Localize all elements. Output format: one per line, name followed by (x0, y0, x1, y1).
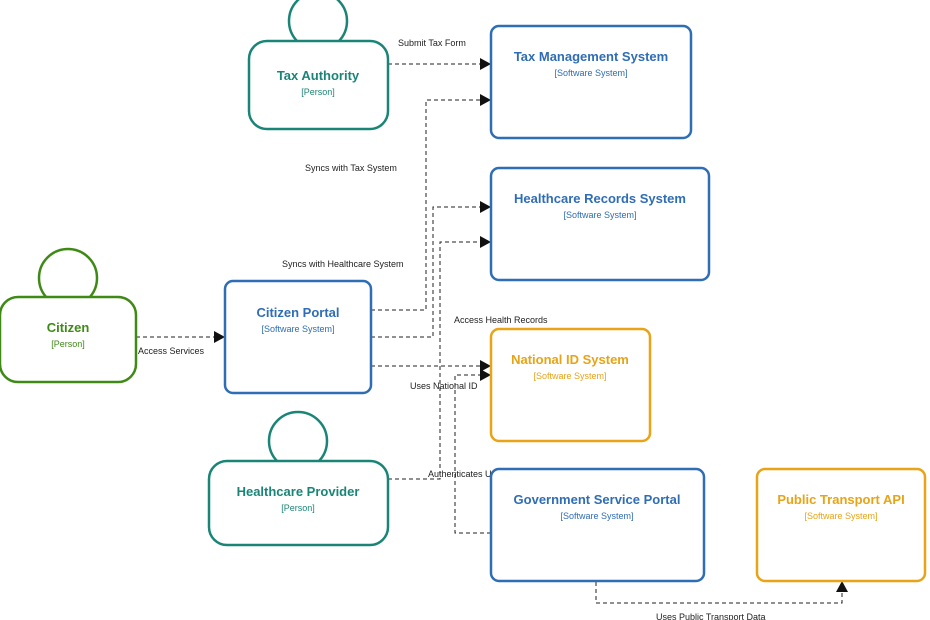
healthcare-provider-title: Healthcare Provider (237, 484, 360, 499)
person-body (0, 295, 138, 384)
arrowhead-uses-public-transport (836, 581, 848, 592)
person-tax-authority[interactable]: Tax Authority [Person] (247, 0, 390, 131)
healthcare-provider-type: [Person] (281, 503, 315, 513)
edges (136, 58, 848, 604)
arrowhead-submit-tax-form (480, 58, 491, 70)
citizen-portal-title: Citizen Portal (256, 305, 339, 320)
national-id-type: [Software System] (533, 371, 606, 381)
label-authenticates-user: Authenticates User (428, 469, 504, 479)
label-syncs-healthcare: Syncs with Healthcare System (282, 259, 404, 269)
system-public-transport-api[interactable]: Public Transport API [Software System] (755, 467, 927, 583)
edge-uses-public-transport (595, 582, 843, 604)
government-service-portal-type: [Software System] (560, 511, 633, 521)
government-service-portal-title: Government Service Portal (514, 492, 681, 507)
edge-syncs-healthcare (371, 206, 480, 338)
person-healthcare-provider[interactable]: Healthcare Provider [Person] (207, 410, 390, 547)
label-syncs-tax: Syncs with Tax System (305, 163, 397, 173)
system-box (223, 279, 373, 395)
system-box (489, 467, 706, 583)
label-submit-tax-form: Submit Tax Form (398, 38, 466, 48)
person-body (247, 39, 390, 131)
system-box (489, 24, 693, 140)
system-government-service-portal[interactable]: Government Service Portal [Software Syst… (489, 467, 706, 583)
tax-management-type: [Software System] (554, 68, 627, 78)
tax-management-title: Tax Management System (514, 49, 668, 64)
person-body (207, 459, 390, 547)
arrowhead-syncs-tax (480, 94, 491, 106)
healthcare-records-type: [Software System] (563, 210, 636, 220)
edge-syncs-tax (371, 99, 480, 311)
public-transport-api-type: [Software System] (804, 511, 877, 521)
system-box (489, 166, 711, 282)
system-citizen-portal[interactable]: Citizen Portal [Software System] (223, 279, 373, 395)
arrowhead-access-services (214, 331, 225, 343)
edge-authenticates-user (454, 374, 491, 534)
arrowhead-uses-national-id (480, 360, 491, 372)
system-tax-management[interactable]: Tax Management System [Software System] (489, 24, 693, 140)
public-transport-api-title: Public Transport API (777, 492, 904, 507)
system-national-id[interactable]: National ID System [Software System] (489, 327, 652, 443)
arrowhead-access-health-records (480, 236, 491, 248)
label-access-services: Access Services (138, 346, 205, 356)
national-id-title: National ID System (511, 352, 629, 367)
citizen-portal-type: [Software System] (261, 324, 334, 334)
citizen-title: Citizen (47, 320, 90, 335)
person-citizen[interactable]: Citizen [Person] (0, 247, 138, 384)
arrowhead-syncs-healthcare (480, 201, 491, 213)
system-healthcare-records[interactable]: Healthcare Records System [Software Syst… (489, 166, 711, 282)
label-access-health-records: Access Health Records (454, 315, 548, 325)
tax-authority-type: [Person] (301, 87, 335, 97)
system-box (489, 327, 652, 443)
label-uses-public-transport: Uses Public Transport Data (656, 612, 766, 620)
edge-labels: Submit Tax Form Syncs with Tax System Sy… (138, 38, 766, 620)
citizen-type: [Person] (51, 339, 85, 349)
arrowhead-authenticates-user (480, 369, 491, 381)
label-uses-national-id: Uses National ID (410, 381, 478, 391)
system-box (755, 467, 927, 583)
healthcare-records-title: Healthcare Records System (514, 191, 686, 206)
edge-access-health-records (388, 241, 480, 480)
tax-authority-title: Tax Authority (277, 68, 360, 83)
